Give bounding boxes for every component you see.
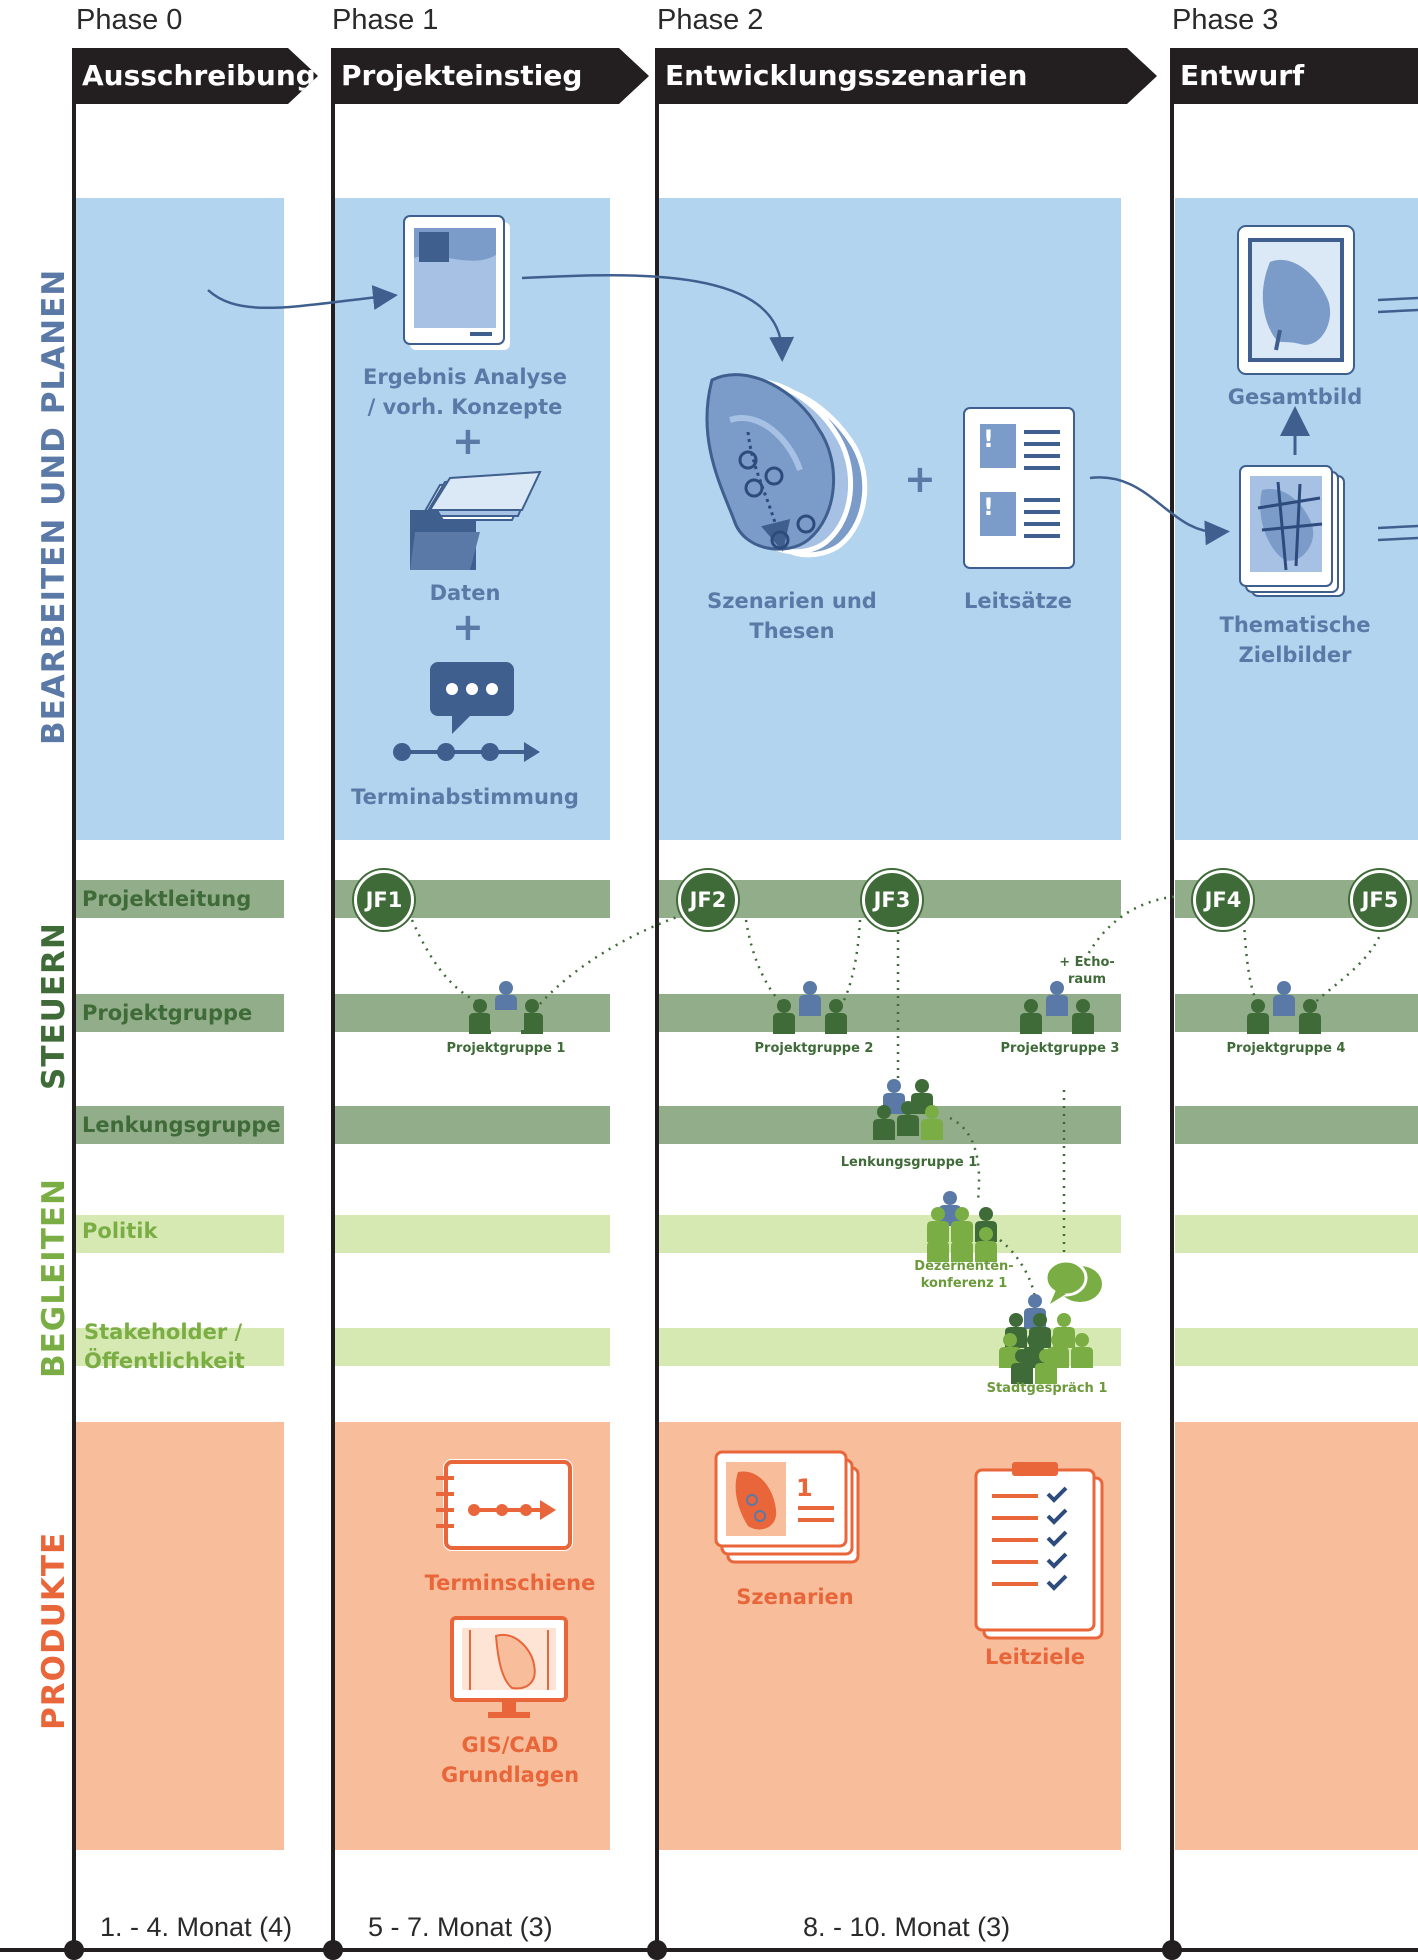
caption-echoraum: + Echo- raum (1052, 954, 1122, 988)
flow-arrow-leitsaetze (1089, 476, 1230, 546)
caption-zielbilder-line2: Zielbilder (1238, 643, 1352, 667)
flow-line-right-1 (1377, 296, 1418, 314)
phase-line-3 (1170, 48, 1174, 1948)
products-zone-phase3 (1175, 1422, 1418, 1850)
month-label-1: 5 - 7. Monat (3) (368, 1912, 553, 1942)
caption-szenarien-line2: Thesen (749, 619, 835, 643)
terminabstimmung-icon (393, 662, 540, 762)
plus-sign-2: + (452, 605, 484, 649)
szenarien-product-number: 1 (796, 1474, 813, 1502)
phase-label-2: Phase 2 (657, 4, 764, 36)
svg-text:!: ! (983, 493, 994, 521)
flow-line-right-2 (1377, 524, 1418, 542)
row-label-stakeholder-line1: Stakeholder / (84, 1320, 243, 1344)
caption-szenarien-line1: Szenarien und (707, 589, 877, 613)
node-jf4: JF4 (1193, 870, 1253, 930)
caption-gis-line1: GIS/CAD (461, 1733, 559, 1757)
node-jf5: JF5 (1350, 870, 1410, 930)
projektgruppe-1-icon (469, 981, 543, 1034)
caption-terminabstimmung: Terminabstimmung (351, 785, 579, 809)
phase-title-1: Projekteinstieg (331, 48, 649, 104)
caption-ergebnis-analyse: Ergebnis Analyse / vorh. Konzepte (350, 362, 580, 422)
caption-dezernenten-line1: Dezernenten- (914, 1259, 1014, 1274)
projektgruppe-2-icon (773, 981, 847, 1034)
projektgruppe-4-icon (1247, 981, 1321, 1034)
leitziele-checklist-icon (974, 1462, 1104, 1640)
caption-projektgruppe-1: Projektgruppe 1 (446, 1041, 566, 1056)
node-jf2: JF2 (678, 870, 738, 930)
caption-leitziele: Leitziele (985, 1645, 1085, 1669)
month-label-0: 1. - 4. Monat (4) (100, 1912, 293, 1942)
caption-leitsaetze: Leitsätze (963, 589, 1073, 613)
phase-line-0 (72, 48, 76, 1948)
phase-line-2 (655, 48, 659, 1948)
stadtgespraech-icon (999, 1294, 1093, 1384)
node-jf3: JF3 (862, 870, 922, 930)
phase-label-1: Phase 1 (332, 4, 439, 36)
gis-cad-monitor-icon (450, 1616, 568, 1718)
caption-gis-line2: Grundlagen (440, 1763, 580, 1787)
row-label-stakeholder-line2: Öffentlichkeit (84, 1349, 245, 1373)
caption-projektgruppe-2: Projektgruppe 2 (754, 1041, 874, 1056)
caption-gesamtbild: Gesamtbild (1227, 385, 1363, 409)
caption-echoraum-line2: raum (1068, 972, 1106, 987)
phase-label-3: Phase 3 (1172, 4, 1279, 36)
flow-arrow-szenarien (521, 273, 795, 362)
szenarien-product-icon (714, 1450, 860, 1564)
svg-text:!: ! (983, 425, 994, 453)
leitsaetze-document-icon: ! ! (963, 407, 1075, 569)
caption-szenarien-thesen: Szenarien und Thesen (692, 586, 892, 646)
timeline-dot-0 (64, 1940, 84, 1960)
caption-ergebnis-line1: Ergebnis Analyse (363, 365, 567, 389)
flow-arrow-analyse (207, 285, 398, 310)
gesamtbild-icon (1237, 225, 1355, 375)
phase-label-0: Phase 0 (76, 4, 183, 36)
caption-stadtgespraech: Stadtgespräch 1 (986, 1381, 1108, 1396)
products-zone-phase0 (74, 1422, 284, 1850)
row-label-projektgruppe: Projektgruppe (82, 1001, 253, 1025)
projektgruppe-3-icon (1020, 981, 1094, 1034)
dotted-connectors (410, 894, 1386, 1301)
phase-title-3: Entwurf (1170, 48, 1418, 104)
caption-projektgruppe-3: Projektgruppe 3 (1000, 1041, 1120, 1056)
planning-zone-phase0 (74, 198, 284, 840)
caption-szenarien-product: Szenarien (736, 1585, 854, 1609)
daten-folder-icon (410, 470, 542, 570)
terminschiene-icon (436, 1459, 573, 1551)
lenkungsgruppe-1-icon (873, 1079, 943, 1140)
phase-title-2: Entwicklungsszenarien (655, 48, 1157, 104)
month-label-2: 8. - 10. Monat (3) (803, 1912, 1011, 1942)
caption-zielbilder-line1: Thematische (1219, 613, 1371, 637)
caption-gis-cad: GIS/CAD Grundlagen (410, 1730, 610, 1790)
caption-ergebnis-line2: / vorh. Konzepte (367, 395, 563, 419)
row-label-politik: Politik (82, 1219, 158, 1243)
timeline-dot-3 (1162, 1940, 1182, 1960)
ergebnis-analyse-icon (403, 215, 510, 350)
speech-bubbles-icon (1044, 1259, 1102, 1304)
szenarien-map-icon (705, 373, 868, 558)
timeline-dot-2 (647, 1940, 667, 1960)
plus-sign-3: + (904, 457, 936, 501)
phase-title-0: Ausschreibung (72, 48, 318, 104)
row-label-projektleitung: Projektleitung (82, 887, 252, 911)
timeline-axis (0, 1948, 1418, 1952)
plus-sign-1: + (452, 419, 484, 463)
row-label-stakeholder: Stakeholder / Öffentlichkeit (78, 1318, 245, 1376)
caption-echoraum-line1: + Echo- (1059, 955, 1115, 970)
caption-projektgruppe-4: Projektgruppe 4 (1226, 1041, 1346, 1056)
row-label-lenkungsgruppe: Lenkungsgruppe (82, 1113, 281, 1137)
caption-zielbilder: Thematische Zielbilder (1210, 610, 1380, 670)
node-jf1: JF1 (354, 870, 414, 930)
caption-terminschiene: Terminschiene (424, 1571, 596, 1595)
phase-line-1 (331, 48, 335, 1948)
caption-dezernenten-line2: konferenz 1 (920, 1276, 1008, 1291)
caption-daten: Daten (429, 581, 501, 605)
dezernentenkonferenz-icon (927, 1191, 997, 1262)
zielbilder-icon (1239, 465, 1345, 597)
caption-lenkungsgruppe-1: Lenkungsgruppe 1 (840, 1155, 978, 1170)
timeline-dot-1 (323, 1940, 343, 1960)
caption-dezernentenkonferenz: Dezernenten- konferenz 1 (904, 1258, 1024, 1292)
